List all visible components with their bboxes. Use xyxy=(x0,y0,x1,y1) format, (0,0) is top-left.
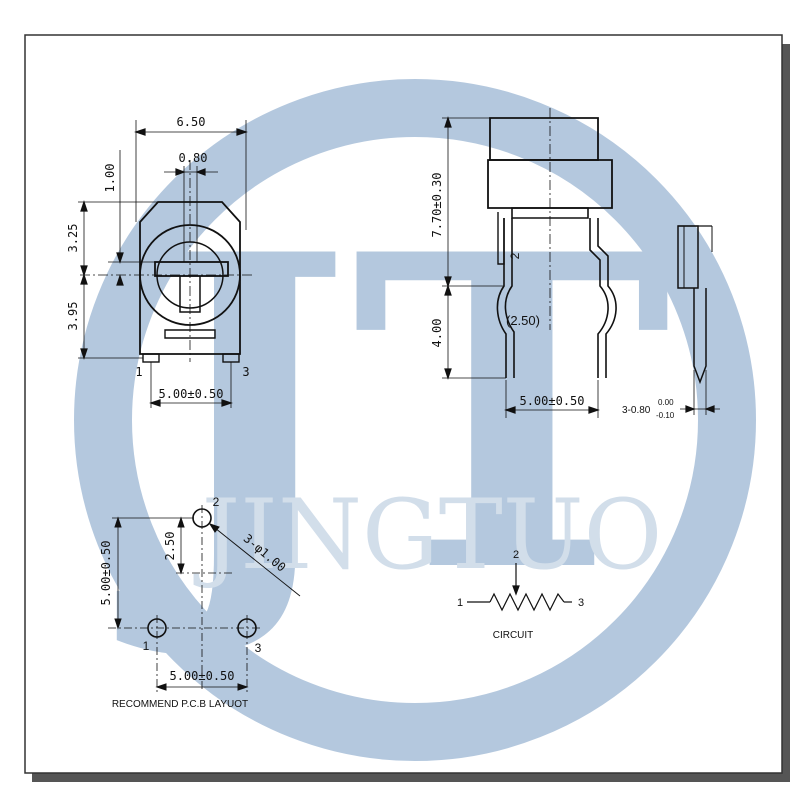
side-dim-pitch-label: 5.00±0.50 xyxy=(519,394,584,408)
front-pin-1-label: 1 xyxy=(135,365,142,379)
dim-slot-label: 0.80 xyxy=(179,151,208,165)
pcb-pin-3-label: 3 xyxy=(255,641,262,655)
circuit-pin-1-label: 1 xyxy=(457,597,463,609)
dim-width-arrow-left xyxy=(134,128,146,136)
dim-pitch-arrow-right xyxy=(221,399,233,407)
pcb-dim-pitch-arrow-right xyxy=(237,683,249,691)
resistor-zigzag xyxy=(489,592,565,612)
side-dim-pitch-arrow-left xyxy=(504,406,516,414)
circuit-wiper-arrow xyxy=(512,585,520,596)
side-body xyxy=(487,159,613,209)
pin-view-labels: 3-0.80 0.00 -0.10 xyxy=(622,398,675,420)
side-dim-leg-arrow-top xyxy=(444,284,452,296)
pcb-dim-offset-arrow-bottom xyxy=(177,563,185,575)
side-dim-leg-arrow-bottom xyxy=(444,368,452,380)
side-dim-offset-label: (2.50) xyxy=(506,313,540,328)
dim-upper-label: 3.25 xyxy=(66,224,80,253)
pcb-pin-1-label: 1 xyxy=(143,639,150,653)
pcb-pin-2-label: 2 xyxy=(213,495,220,509)
dim-lower-arrow-top xyxy=(80,273,88,285)
side-dim-pitch-arrow-right xyxy=(588,406,600,414)
side-right-leg xyxy=(589,218,617,378)
pcb-layout xyxy=(108,505,301,695)
circuit-pin-2-label: 2 xyxy=(513,549,519,561)
side-pin-2-label: 2 xyxy=(508,252,522,259)
pcb-hole-leader xyxy=(209,523,301,597)
side-dim-leg-label: 4.00 xyxy=(430,319,444,348)
dim-upper-arrow-bottom xyxy=(80,265,88,277)
front-pin-3-label: 3 xyxy=(242,365,249,379)
dim-topgap-label: 1.00 xyxy=(103,164,117,193)
side-flange xyxy=(511,207,589,219)
pcb-hole-leader-arrow xyxy=(208,523,220,533)
pin-view-tol-lower: -0.10 xyxy=(656,411,675,420)
dim-topgap-arrow xyxy=(116,252,124,264)
dim-pitch-label: 5.00±0.50 xyxy=(158,387,223,401)
dim-upper-arrow-top xyxy=(80,200,88,212)
pin-view-arrow-left xyxy=(685,405,696,413)
adjust-slot xyxy=(154,261,229,277)
pcb-dim-vertical-arrow-top xyxy=(114,516,122,528)
pcb-dim-pitch-label: 5.00±0.50 xyxy=(169,669,234,683)
pcb-dim-vertical-arrow-bottom xyxy=(114,618,122,630)
side-dim-height-arrow-top xyxy=(444,116,452,128)
dim-width-label: 6.50 xyxy=(177,115,206,129)
front-view-labels: 6.50 0.80 1.00 3.25 3.95 5.00±0.50 1 3 xyxy=(66,115,250,401)
pin-view-arrow-right xyxy=(704,405,715,413)
pcb-dim-pitch-arrow-left xyxy=(155,683,167,691)
watermark-brand: JINGTUO xyxy=(193,479,663,591)
front-view xyxy=(78,120,252,408)
circuit-symbol xyxy=(467,563,572,612)
pin-view-tol-upper: 0.00 xyxy=(658,398,674,407)
pcb-dim-offset-label: 2.50 xyxy=(163,532,177,561)
dim-topgap-arrow-lower xyxy=(116,274,124,286)
side-view-labels: 7.70±0.30 4.00 (2.50) 2 5.00±0.50 xyxy=(430,172,585,408)
pcb-dim-vertical-label: 5.00±0.50 xyxy=(99,540,113,605)
front-bottom-tab xyxy=(164,329,216,339)
side-view xyxy=(442,108,617,418)
circuit-caption: CIRCUIT xyxy=(493,630,534,641)
dim-lower-label: 3.95 xyxy=(66,302,80,331)
pin-view-lead xyxy=(693,288,707,385)
pcb-caption: RECOMMEND P.C.B LAYUOT xyxy=(112,699,248,710)
pcb-dim-offset-arrow-top xyxy=(177,516,185,528)
dim-pitch-arrow-left xyxy=(149,399,161,407)
side-dim-height-arrow-bottom xyxy=(444,276,452,288)
dim-slot-arrow-right xyxy=(195,168,206,176)
watermark-logo: JT xyxy=(115,162,672,667)
side-dim-height-label: 7.70±0.30 xyxy=(430,172,444,237)
circuit-pin-3-label: 3 xyxy=(578,597,584,609)
circuit-labels: 2 1 3 CIRCUIT xyxy=(457,549,584,641)
dim-slot-arrow-left xyxy=(175,168,186,176)
pin-view-dim-label: 3-0.80 xyxy=(622,405,651,416)
dim-width-arrow-right xyxy=(236,128,248,136)
dim-lower-arrow-bottom xyxy=(80,348,88,360)
pin-view xyxy=(677,225,720,415)
watermark-ring xyxy=(74,79,756,761)
